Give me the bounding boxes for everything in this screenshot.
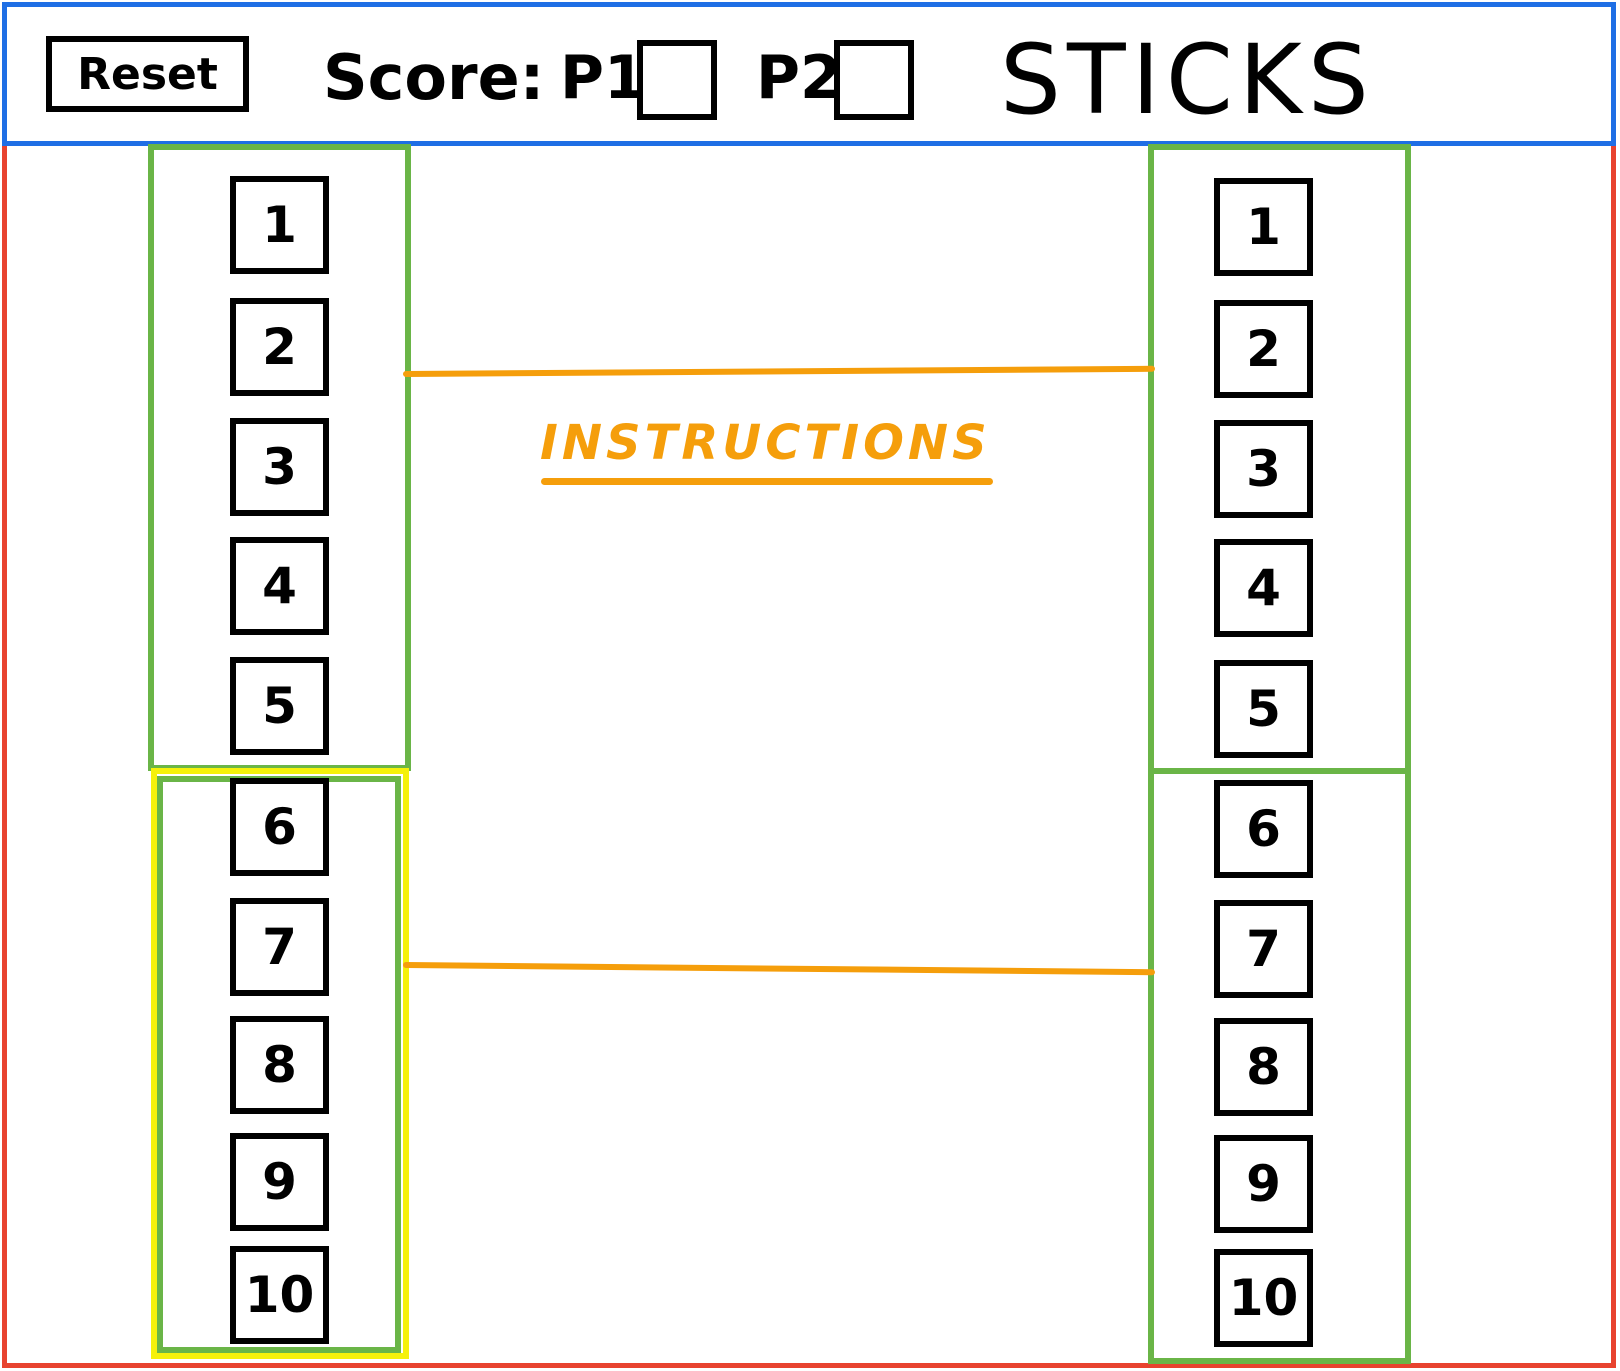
right-stick-6[interactable]: 6 (1214, 780, 1313, 878)
left-stick-8[interactable]: 8 (230, 1016, 329, 1114)
left-stick-9[interactable]: 9 (230, 1133, 329, 1231)
right-stick-8[interactable]: 8 (1214, 1018, 1313, 1116)
left-bottom-highlight-group (151, 768, 409, 1359)
left-stick-4[interactable]: 4 (230, 537, 329, 635)
score-label: Score: (323, 41, 545, 114)
right-stick-7[interactable]: 7 (1214, 900, 1313, 998)
reset-button[interactable]: Reset (46, 36, 249, 112)
left-stick-5[interactable]: 5 (230, 657, 329, 755)
right-bottom-group (1148, 768, 1411, 1364)
game-title: STICKS (1000, 24, 1375, 136)
header-bar (2, 2, 1616, 146)
right-stick-1[interactable]: 1 (1214, 178, 1313, 276)
right-stick-3[interactable]: 3 (1214, 420, 1313, 518)
left-stick-3[interactable]: 3 (230, 418, 329, 516)
player1-score-box (637, 40, 717, 120)
player1-label: P1 (560, 43, 646, 113)
instructions-label[interactable]: INSTRUCTIONS (540, 415, 991, 471)
left-stick-7[interactable]: 7 (230, 898, 329, 996)
right-stick-10[interactable]: 10 (1214, 1249, 1313, 1347)
left-stick-10[interactable]: 10 (230, 1246, 329, 1344)
left-stick-2[interactable]: 2 (230, 298, 329, 396)
right-stick-4[interactable]: 4 (1214, 539, 1313, 637)
right-stick-5[interactable]: 5 (1214, 660, 1313, 758)
right-stick-9[interactable]: 9 (1214, 1135, 1313, 1233)
left-stick-6[interactable]: 6 (230, 778, 329, 876)
player2-score-box (834, 40, 914, 120)
player2-label: P2 (756, 43, 842, 113)
instructions-underline (541, 478, 993, 485)
left-stick-1[interactable]: 1 (230, 176, 329, 274)
right-stick-2[interactable]: 2 (1214, 300, 1313, 398)
